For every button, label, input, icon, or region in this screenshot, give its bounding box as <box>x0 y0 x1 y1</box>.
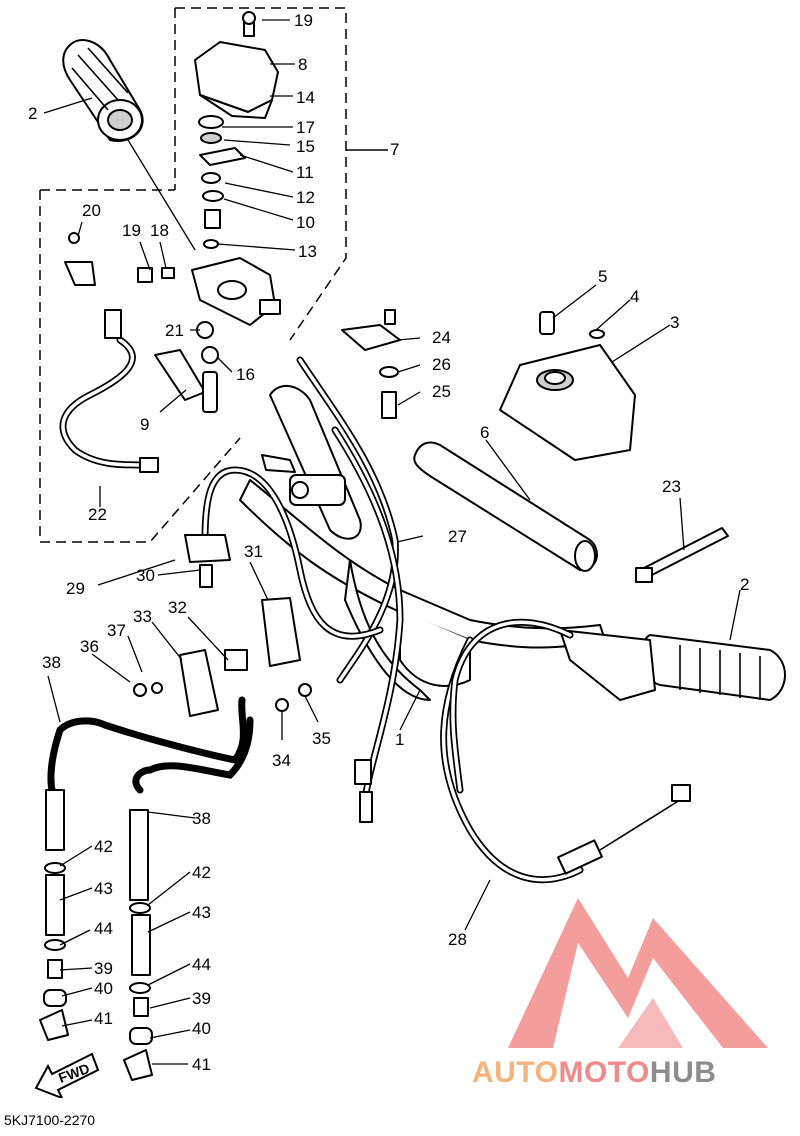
callout-24: 24 <box>432 328 451 347</box>
callout-numbers: 19 8 14 17 15 11 12 10 13 7 2 20 19 18 2… <box>28 11 749 1074</box>
callout-6: 6 <box>480 423 489 442</box>
cable-bracket <box>341 309 401 419</box>
left-adjuster-stack <box>39 789 69 1041</box>
brake-lever-assembly <box>261 385 362 540</box>
callout-8: 8 <box>298 55 307 74</box>
callout-5: 5 <box>598 267 607 286</box>
watermark-auto: AUTO <box>472 1056 559 1089</box>
callout-2a: 2 <box>28 104 37 123</box>
callout-31: 31 <box>244 542 263 561</box>
callout-40b: 40 <box>192 1019 211 1038</box>
callout-1: 1 <box>395 730 404 749</box>
throttle-housing <box>137 257 281 413</box>
callout-12: 12 <box>296 188 315 207</box>
callout-27: 27 <box>448 527 467 546</box>
callout-4: 4 <box>630 287 639 306</box>
callout-36: 36 <box>80 637 99 656</box>
washer-stack <box>198 115 246 249</box>
callout-19b: 19 <box>122 221 141 240</box>
callout-14: 14 <box>296 88 315 107</box>
callout-41b: 41 <box>192 1055 211 1074</box>
right-grip <box>559 629 786 701</box>
callout-38a: 38 <box>42 653 61 672</box>
throttle-cable <box>296 356 404 823</box>
callout-21: 21 <box>165 321 184 340</box>
callout-38b: 38 <box>192 809 211 828</box>
callout-33: 33 <box>133 607 152 626</box>
assembly-boundary-lines <box>39 7 388 543</box>
choke-cable-assembly <box>179 466 384 717</box>
left-grip <box>62 39 144 142</box>
callout-25: 25 <box>432 382 451 401</box>
watermark-hub: HUB <box>649 1056 717 1089</box>
callout-41a: 41 <box>94 1009 113 1028</box>
callout-42b: 42 <box>192 863 211 882</box>
callout-15: 15 <box>296 137 315 156</box>
callout-39b: 39 <box>192 989 211 1008</box>
leader-lines <box>43 19 741 1065</box>
callout-11: 11 <box>296 163 314 182</box>
callout-30: 30 <box>136 566 155 585</box>
callout-32: 32 <box>168 598 187 617</box>
callout-29: 29 <box>66 579 85 598</box>
callout-34: 34 <box>272 751 291 770</box>
callout-44b: 44 <box>192 955 211 974</box>
callout-20: 20 <box>82 201 101 220</box>
callout-35: 35 <box>312 729 331 748</box>
callout-37: 37 <box>107 621 126 640</box>
callout-10: 10 <box>296 213 315 232</box>
callout-43a: 43 <box>94 879 113 898</box>
forward-arrow-icon <box>34 1052 100 1098</box>
callout-7: 7 <box>390 140 399 159</box>
callout-43b: 43 <box>192 903 211 922</box>
callout-9: 9 <box>140 415 149 434</box>
callout-39a: 39 <box>94 959 113 978</box>
watermark-logo <box>508 898 768 1048</box>
callout-13: 13 <box>298 242 317 261</box>
brake-cable <box>440 618 691 884</box>
throttle-cover-assembly <box>194 11 279 119</box>
callout-17: 17 <box>296 118 315 137</box>
right-adjuster-stack <box>123 809 153 1081</box>
callout-22: 22 <box>88 505 107 524</box>
handlebar-pad <box>413 441 598 572</box>
screws <box>133 682 312 712</box>
callout-40a: 40 <box>94 979 113 998</box>
callout-26: 26 <box>432 355 451 374</box>
callout-42a: 42 <box>94 837 113 856</box>
callout-19a: 19 <box>294 11 313 30</box>
watermark-moto: MOTO <box>558 1056 650 1089</box>
handlebar <box>239 479 606 701</box>
choke-cables <box>47 696 254 794</box>
callout-3: 3 <box>670 313 679 332</box>
callout-16: 16 <box>236 365 255 384</box>
callout-44a: 44 <box>94 919 113 938</box>
upper-holder <box>499 311 636 461</box>
throttle-switch-wire <box>59 232 159 473</box>
callout-23: 23 <box>662 477 681 496</box>
watermark-text: AUTOMOTOHUB <box>472 1056 716 1090</box>
diagram-code: 5KJ7100-2270 <box>4 1112 96 1128</box>
callout-18: 18 <box>150 221 169 240</box>
cable-tie <box>635 527 729 583</box>
callout-28: 28 <box>448 930 467 949</box>
callout-2b: 2 <box>740 575 749 594</box>
